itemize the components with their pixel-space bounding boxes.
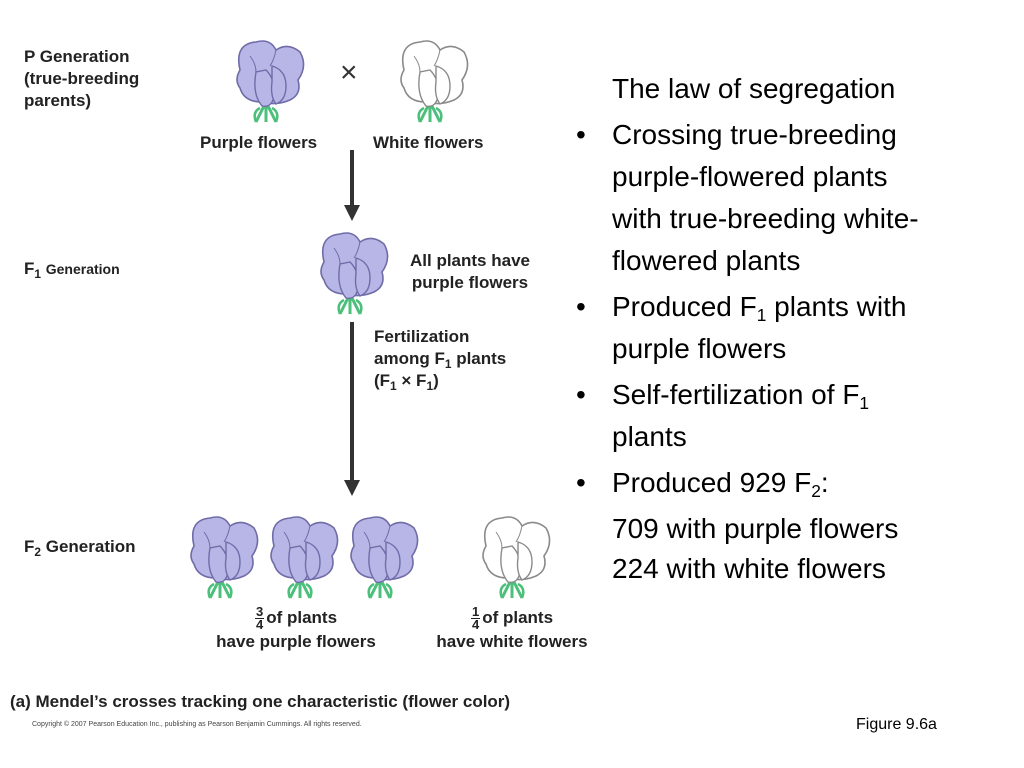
white-flower-icon xyxy=(400,40,469,123)
fertilization-line-3: (F1 × F1) xyxy=(374,371,439,394)
p-generation-subtitle-1: (true-breeding xyxy=(24,69,140,88)
arrow-f1-to-f2-line xyxy=(350,322,354,482)
p-generation-label: P Generation (true-breeding parents) xyxy=(24,46,139,112)
purple-flowers-label: Purple flowers xyxy=(200,133,318,152)
arrow-f1-to-f2-head xyxy=(344,480,360,496)
cross-symbol: × xyxy=(340,56,358,89)
f1-purple-flower xyxy=(310,228,394,321)
f2-title-sub: 2 xyxy=(34,545,42,560)
figure-caption: (a) Mendel’s crosses tracking one charac… xyxy=(10,692,511,711)
f1-title-sub: 1 xyxy=(34,267,42,282)
purple-flower-icon xyxy=(320,232,389,315)
f2-white-flower xyxy=(472,512,556,605)
f1-result-line-1: All plants have xyxy=(410,251,530,270)
panel-heading: The law of segregation xyxy=(612,73,896,104)
figure-reference: Figure 9.6a xyxy=(856,716,937,733)
f2-purple-flower-1 xyxy=(180,512,264,605)
bullet-item-produced-f2: • Produced 929 F2: xyxy=(572,462,1012,504)
fertilization-line-1: Fertilization xyxy=(374,327,470,346)
f2-generation-label: F2 Generation xyxy=(24,536,136,558)
f2-purple-ratio-line-2: have purple flowers xyxy=(216,632,376,651)
f2-purple-flower-3 xyxy=(340,512,424,605)
bullet-icon: • xyxy=(576,379,586,410)
law-of-segregation-panel: The law of segregation • Crossing true-b… xyxy=(572,68,1012,590)
f1-title-prefix: F xyxy=(24,259,35,278)
f1-title-suffix: Generation xyxy=(45,261,120,277)
f1-result-text: All plants have purple flowers xyxy=(398,250,542,294)
p-white-flower xyxy=(390,36,474,129)
white-flowers-label: White flowers xyxy=(373,133,484,152)
bullet-item-produced-f1: • Produced F1 plants with purple flowers xyxy=(572,286,1012,370)
purple-flower-icon xyxy=(350,516,419,599)
white-flower-icon xyxy=(482,516,551,599)
bullet-icon: • xyxy=(576,467,586,498)
fertilization-line-2: among F1 plants xyxy=(374,349,507,372)
f2-title-suffix: Generation xyxy=(45,537,136,556)
arrow-p-to-f1-line xyxy=(350,150,354,208)
bullet-icon: • xyxy=(576,291,586,322)
f2-title-prefix: F xyxy=(24,537,35,556)
purple-flower-icon xyxy=(236,40,305,123)
p-generation-title: P Generation xyxy=(24,47,130,66)
f2-results: 709 with purple flowers 224 with white f… xyxy=(572,508,1012,590)
p-generation-subtitle-2: parents) xyxy=(24,91,92,110)
f1-result-line-2: purple flowers xyxy=(411,273,529,292)
arrow-p-to-f1-head xyxy=(344,205,360,221)
f2-purple-flower-2 xyxy=(260,512,344,605)
purple-flower-icon xyxy=(270,516,339,599)
f1-generation-label: F1 Generation xyxy=(24,258,120,280)
fertilization-text: Fertilization among F1 plants (F1 × F1) xyxy=(374,326,506,392)
purple-flower-icon xyxy=(190,516,259,599)
f2-white-ratio-line-2: have white flowers xyxy=(436,632,588,651)
bullet-list: • Crossing true-breeding purple-flowered… xyxy=(572,114,1012,504)
bullet-item-self-fertilization: • Self-fertilization of F1 plants xyxy=(572,374,1012,458)
bullet-icon: • xyxy=(576,119,586,150)
copyright-notice: Copyright © 2007 Pearson Education Inc.,… xyxy=(32,721,362,728)
bullet-item-crossing: • Crossing true-breeding purple-flowered… xyxy=(572,114,1012,282)
p-purple-flower xyxy=(226,36,310,129)
white-count-result: 224 with white flowers xyxy=(612,553,886,584)
purple-count-result: 709 with purple flowers xyxy=(612,513,899,544)
